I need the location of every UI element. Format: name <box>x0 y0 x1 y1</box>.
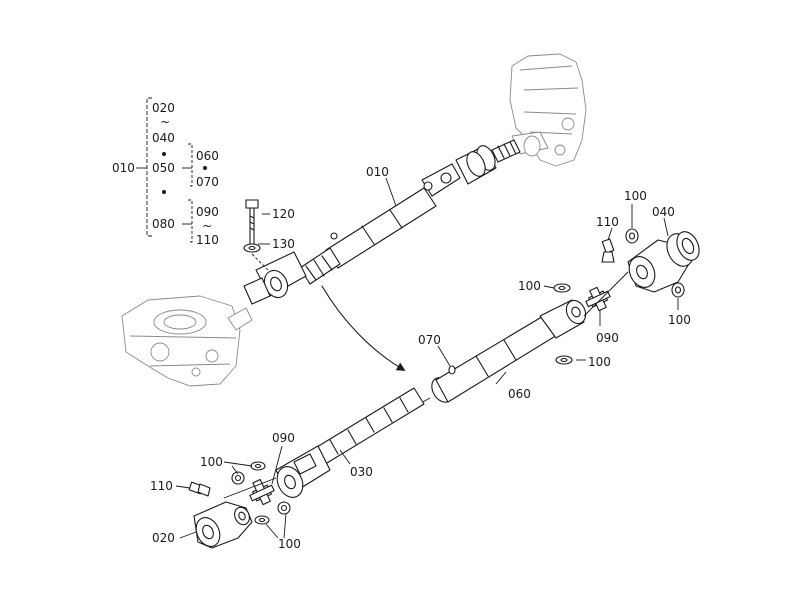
callout-020: 020 <box>152 531 175 545</box>
tree-root-label: 010 <box>112 161 135 175</box>
tree-dot-3 <box>203 166 207 170</box>
callout-030: 030 <box>350 465 373 479</box>
cross-090-lower <box>249 478 275 506</box>
grease-nipple-110-lower <box>188 481 211 497</box>
tree-a-tilde: ~ <box>160 115 170 129</box>
callout-100-upper-d: 100 <box>668 313 691 327</box>
tree-b-top-label: 060 <box>196 149 219 163</box>
tree-c-bottom-label: 110 <box>196 233 219 247</box>
tree-c1-label: 080 <box>152 217 175 231</box>
callout-130: 130 <box>272 237 295 251</box>
pin-070 <box>448 365 456 375</box>
upper-drive-shaft <box>243 139 521 305</box>
tree-a1-label: 020 <box>152 101 175 115</box>
tree-c-tilde: ~ <box>202 219 212 233</box>
pto-housing <box>121 295 253 387</box>
assembly-tree: 010 020 ~ 040 050 060 070 080 090 ~ 110 <box>112 97 219 247</box>
shaft-030 <box>275 387 431 498</box>
tree-bracket-080 <box>188 199 193 243</box>
callout-100-upper-b: 100 <box>518 279 541 293</box>
tree-b-bottom-label: 070 <box>196 175 219 189</box>
callout-110-lower: 110 <box>150 479 173 493</box>
callout-090-lower: 090 <box>272 431 295 445</box>
callout-100-upper-c: 100 <box>588 355 611 369</box>
exploded-arrow <box>321 285 406 371</box>
tree-bracket-main <box>146 97 152 237</box>
tree-dot-1 <box>162 152 166 156</box>
yoke-040 <box>627 231 700 293</box>
yoke-020 <box>193 501 253 549</box>
callout-070: 070 <box>418 333 441 347</box>
washer-130 <box>243 243 261 253</box>
upper-centerline <box>583 271 629 317</box>
tree-dot-2 <box>162 190 166 194</box>
callout-labels: 010 120 130 110 100 040 100 100 100 090 … <box>150 165 691 551</box>
callout-120: 120 <box>272 207 295 221</box>
callout-100-lower-a: 100 <box>200 455 223 469</box>
tube-060 <box>431 299 587 403</box>
callout-060: 060 <box>508 387 531 401</box>
callout-010: 010 <box>366 165 389 179</box>
gearbox-housing <box>509 53 587 167</box>
callout-leaders <box>175 177 679 539</box>
callout-040: 040 <box>652 205 675 219</box>
callout-090-upper: 090 <box>596 331 619 345</box>
callout-100-upper-a: 100 <box>624 189 647 203</box>
tree-c-top-label: 090 <box>196 205 219 219</box>
bolt-leader <box>251 253 269 271</box>
grease-nipple-110-upper <box>601 238 615 263</box>
bolt-120 <box>245 199 259 247</box>
callout-100-lower-b: 100 <box>278 537 301 551</box>
tree-b1-label: 050 <box>152 161 175 175</box>
circlips-lower <box>231 461 291 525</box>
tree-a2-label: 040 <box>152 131 175 145</box>
cross-090-upper <box>585 286 611 312</box>
callout-110-upper: 110 <box>596 215 619 229</box>
tree-bracket-050 <box>188 143 193 187</box>
lower-joint-line <box>223 477 277 499</box>
circlips-upper <box>553 228 685 365</box>
